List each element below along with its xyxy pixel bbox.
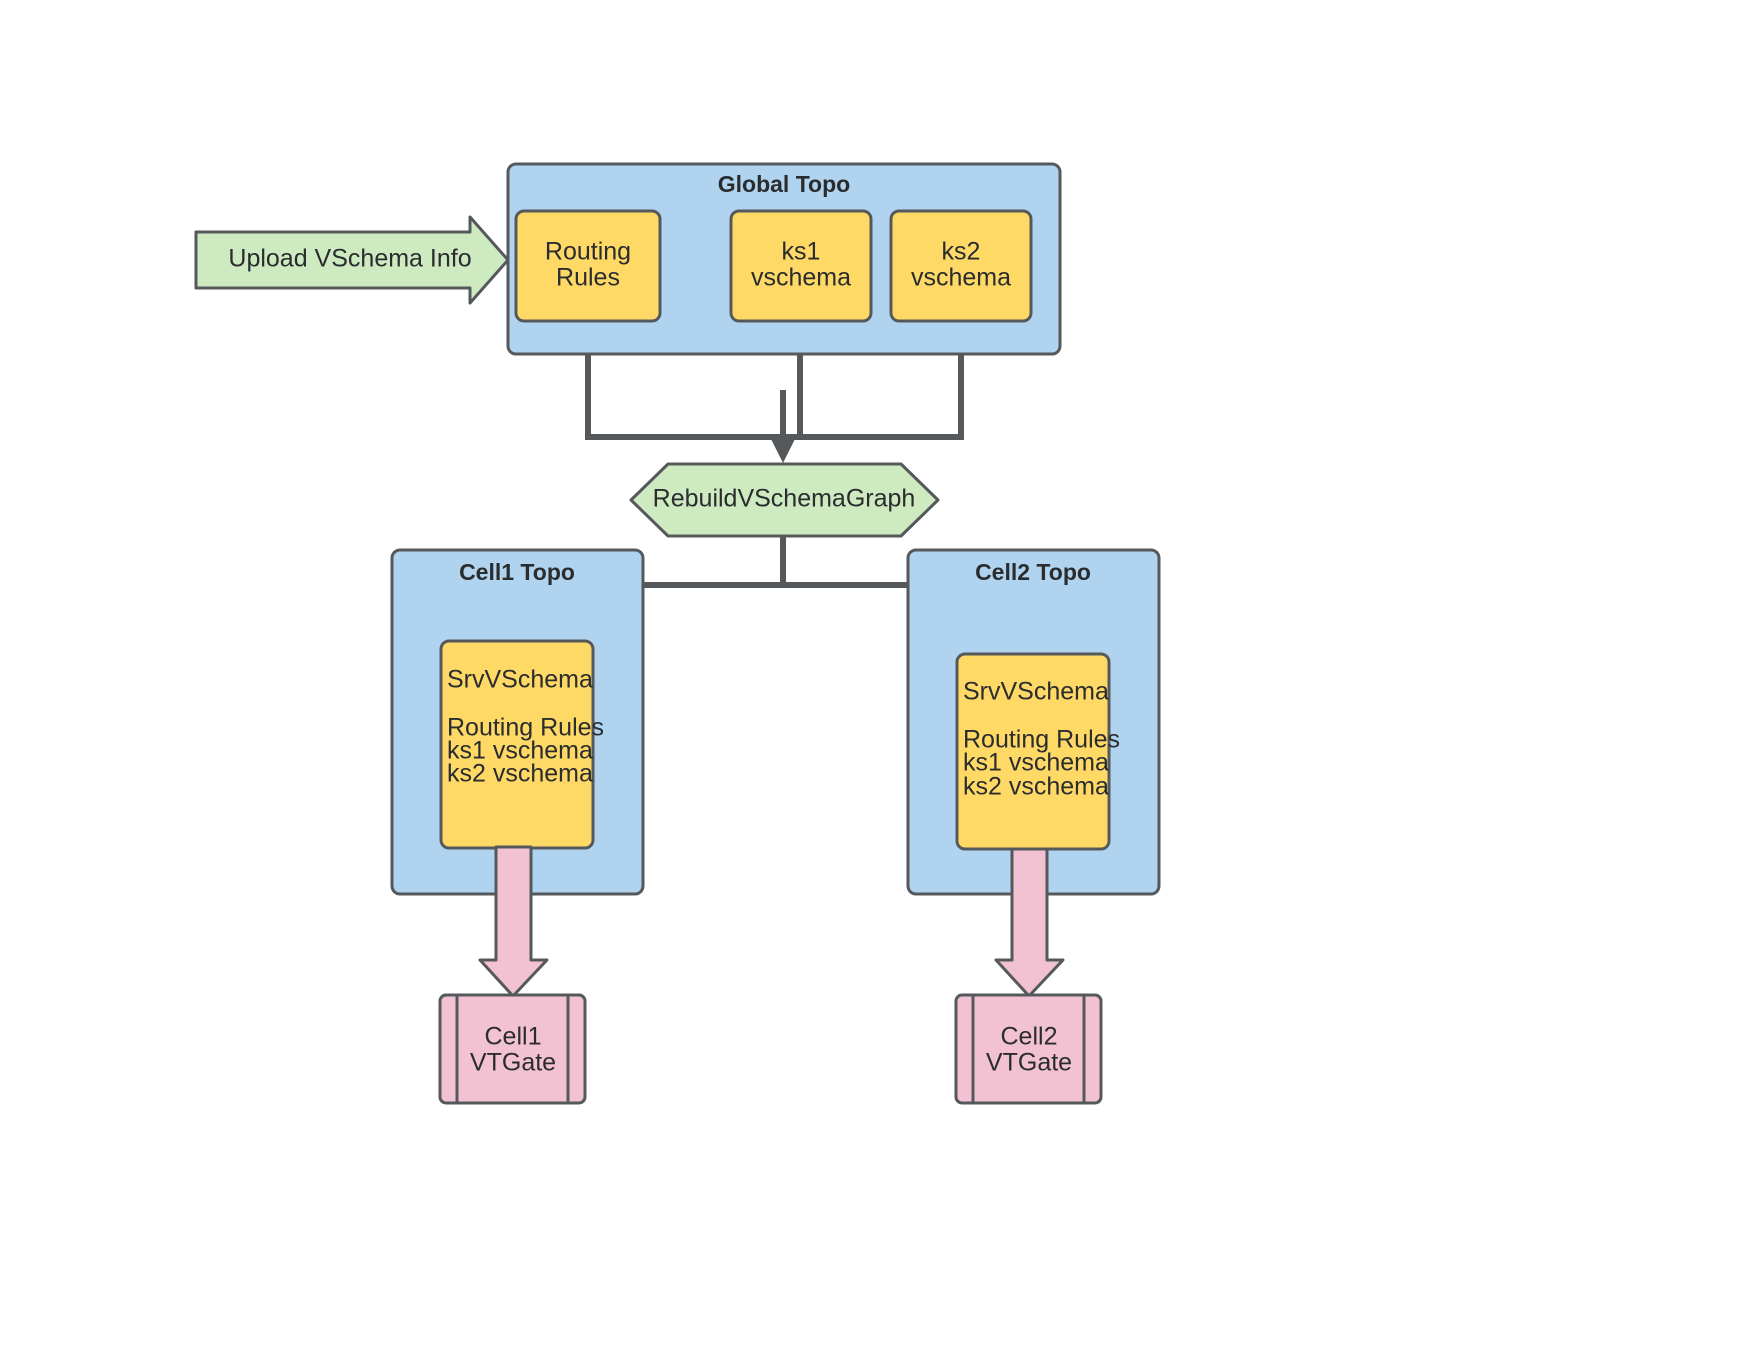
- cell2-vtgate-line1: Cell2: [1001, 1023, 1058, 1051]
- global-topo-label: Global Topo: [718, 171, 850, 197]
- ks2-vschema-line2: vschema: [911, 264, 1011, 292]
- cell1-topo-label: Cell1 Topo: [459, 559, 575, 585]
- routing-rules-line2: Rules: [556, 264, 620, 292]
- upload-vschema-banner[interactable]: Upload VSchema Info: [194, 215, 510, 305]
- ks1-vschema-box[interactable]: [729, 209, 873, 323]
- cell1-srv-item-2: ks2 vschema: [447, 760, 593, 788]
- global-topo-node-routing-rules[interactable]: Routing Rules: [514, 209, 662, 323]
- cell2-srvvschema-to-vtgate-arrow: [994, 847, 1065, 998]
- upload-arrow-shape[interactable]: [194, 215, 510, 305]
- cell1-srv-item-1: ks1 vschema: [447, 737, 593, 765]
- cell1-srv-item-0: Routing Rules: [447, 714, 604, 742]
- ks2-vschema-line1: ks2: [942, 238, 981, 266]
- cell2-srv-item-2: ks2 vschema: [963, 773, 1109, 801]
- arrowhead-to-process: [770, 437, 796, 463]
- ks2-vschema-box[interactable]: [889, 209, 1033, 323]
- rebuild-hexagon-shape[interactable]: [629, 462, 940, 538]
- global-topo-node-ks2-vschema[interactable]: ks2 vschema: [889, 209, 1033, 323]
- cell2-topo-label: Cell2 Topo: [975, 559, 1091, 585]
- cell2-vtgate-line2: VTGate: [986, 1049, 1072, 1077]
- cell1-srvvschema-node[interactable]: SrvVSchema Routing Rules ks1 vschema ks2…: [439, 639, 604, 850]
- cell1-vtgate-component[interactable]: Cell1 VTGate: [438, 993, 587, 1105]
- cell2-srv-item-0: Routing Rules: [963, 726, 1120, 754]
- cell1-srvvschema-title: SrvVSchema: [447, 666, 593, 694]
- cell1-vtgate-line2: VTGate: [470, 1049, 556, 1077]
- routing-rules-box[interactable]: [514, 209, 662, 323]
- cell2-srvvschema-node[interactable]: SrvVSchema Routing Rules ks1 vschema ks2…: [955, 652, 1120, 851]
- cell1-vtgate-line1: Cell1: [485, 1023, 542, 1051]
- ks1-vschema-line2: vschema: [751, 264, 851, 292]
- cell2-vtgate-component[interactable]: Cell2 VTGate: [954, 993, 1103, 1105]
- rebuild-vschema-graph-label: RebuildVSchemaGraph: [653, 485, 916, 513]
- routing-rules-line1: Routing: [545, 238, 631, 266]
- ks1-vschema-line1: ks1: [782, 238, 821, 266]
- connector-ks2-to-bus: [783, 320, 964, 440]
- upload-vschema-label: Upload VSchema Info: [228, 245, 471, 273]
- cell2-vtgate-box[interactable]: [954, 993, 1103, 1105]
- global-topo-node-ks1-vschema[interactable]: ks1 vschema: [729, 209, 873, 323]
- cell1-srvvschema-to-vtgate-arrow: [478, 845, 549, 998]
- connector-routing-rules-to-bus: [585, 320, 783, 440]
- cell1-vtgate-box[interactable]: [438, 993, 587, 1105]
- cell2-srvvschema-title: SrvVSchema: [963, 678, 1109, 706]
- cell2-srv-item-1: ks1 vschema: [963, 749, 1109, 777]
- rebuild-vschema-graph-process[interactable]: RebuildVSchemaGraph: [629, 462, 940, 538]
